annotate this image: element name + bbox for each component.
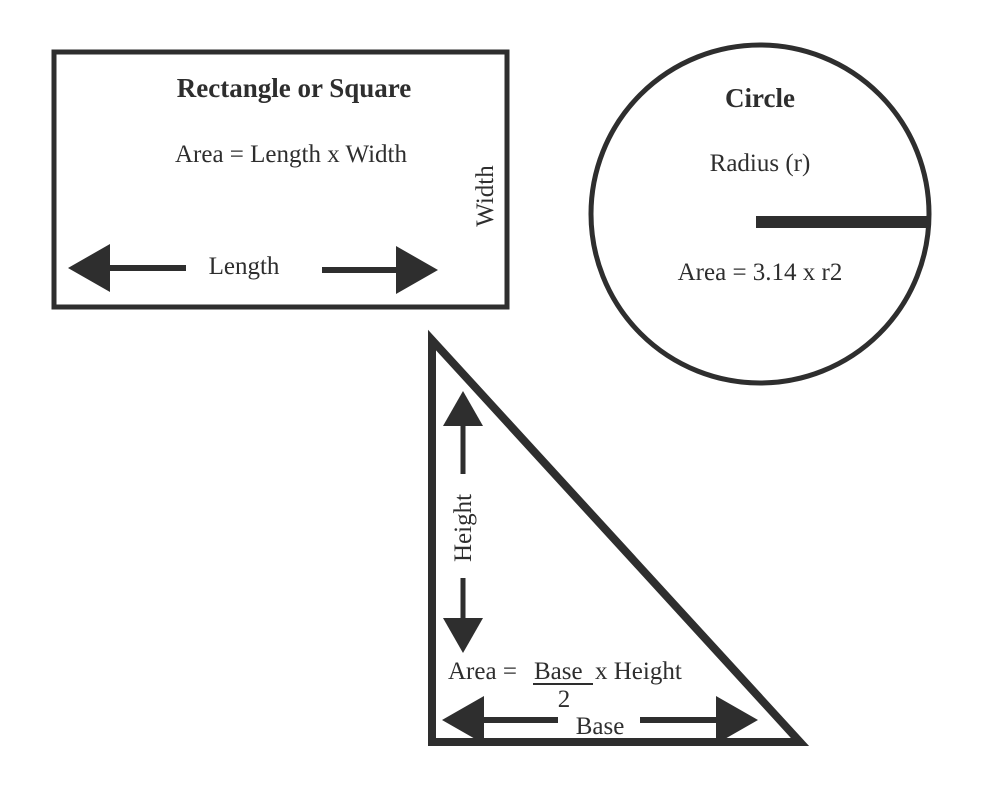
- triangle-formula-numerator: Base: [534, 658, 589, 685]
- triangle-figure: Height Area = Base x Height 2 Base: [428, 329, 810, 746]
- rectangle-formula: Area = Length x Width: [175, 141, 408, 168]
- circle-shape: [588, 42, 932, 386]
- triangle-height-label: Height: [450, 494, 477, 562]
- rectangle-title: Rectangle or Square: [177, 73, 411, 103]
- rectangle-figure: Rectangle or Square Area = Length x Widt…: [51, 49, 510, 310]
- triangle-formula-rest: x Height: [595, 658, 682, 685]
- circle-formula: Area = 3.14 x r2: [678, 259, 843, 286]
- triangle-formula-prefix: Area =: [448, 658, 523, 685]
- rectangle-width-label: Width: [472, 165, 499, 227]
- circle-figure: Circle Radius (r) Area = 3.14 x r2: [588, 42, 932, 386]
- rectangle-length-label: Length: [209, 253, 280, 280]
- circle-radius-label: Radius (r): [710, 150, 811, 177]
- triangle-shape: [428, 329, 810, 746]
- rectangle-shape: [51, 49, 510, 310]
- triangle-base-label: Base: [576, 713, 625, 740]
- triangle-formula-denominator: 2: [558, 686, 571, 713]
- circle-title: Circle: [725, 83, 795, 113]
